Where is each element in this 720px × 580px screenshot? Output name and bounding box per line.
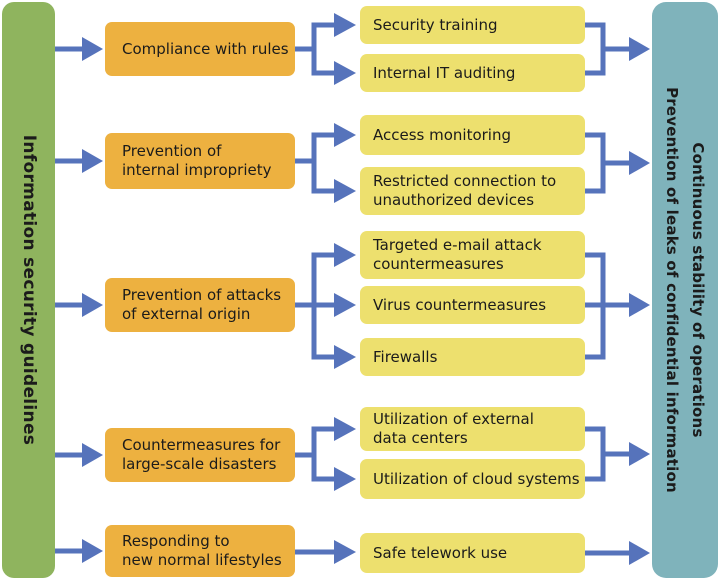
merge-disaster-measures-to-goal	[582, 426, 650, 482]
right-bar-label: Continuous stability of operations Preve…	[659, 87, 711, 493]
measure-box-firewalls: Firewalls	[360, 338, 585, 376]
measure-box-targeted-email-countermeasures: Targeted e-mail attack countermeasures	[360, 231, 585, 279]
merge-external-attack-measures-to-goal	[582, 252, 650, 360]
arrow-telework-to-goal	[582, 541, 650, 565]
category-box-internal-impropriety: Prevention of internal impropriety	[105, 133, 295, 189]
measure-box-access-monitoring: Access monitoring	[360, 115, 585, 155]
arrow-guidelines-to-new-normal	[52, 539, 103, 563]
right-bar-goals: Continuous stability of operations Preve…	[652, 2, 718, 578]
measure-box-safe-telework-use: Safe telework use	[360, 533, 585, 573]
right-bar-line-prevention-of-leaks: Prevention of leaks of confidential info…	[663, 87, 681, 493]
arrow-guidelines-to-disasters	[52, 443, 103, 467]
branch-impropriety-to-measures	[294, 123, 356, 203]
branch-external-attacks-to-measures	[294, 243, 356, 369]
right-bar-line-continuous-stability: Continuous stability of operations	[689, 142, 707, 438]
left-bar-label: Information security guidelines	[18, 134, 39, 446]
branch-disasters-to-measures	[294, 417, 356, 491]
branch-compliance-to-measures	[294, 13, 356, 85]
measure-box-restricted-connection: Restricted connection to unauthorized de…	[360, 167, 585, 215]
category-box-external-attacks: Prevention of attacks of external origin	[105, 278, 295, 332]
category-box-compliance-with-rules: Compliance with rules	[105, 22, 295, 76]
category-box-large-scale-disasters: Countermeasures for large-scale disaster…	[105, 428, 295, 482]
category-box-new-normal-lifestyles: Responding to new normal lifestyles	[105, 525, 295, 577]
arrow-guidelines-to-external-attacks	[52, 293, 103, 317]
arrow-guidelines-to-internal-impropriety	[52, 149, 103, 173]
merge-compliance-measures-to-goal	[582, 22, 650, 76]
arrow-guidelines-to-compliance	[52, 37, 103, 61]
measure-box-cloud-systems: Utilization of cloud systems	[360, 459, 585, 499]
measure-box-external-data-centers: Utilization of external data centers	[360, 407, 585, 451]
merge-impropriety-measures-to-goal	[582, 132, 650, 194]
measure-box-virus-countermeasures: Virus countermeasures	[360, 286, 585, 324]
measure-box-internal-it-auditing: Internal IT auditing	[360, 54, 585, 92]
measure-box-security-training: Security training	[360, 6, 585, 44]
left-bar-information-security-guidelines: Information security guidelines	[2, 2, 55, 578]
arrow-new-normal-to-telework	[294, 540, 356, 564]
